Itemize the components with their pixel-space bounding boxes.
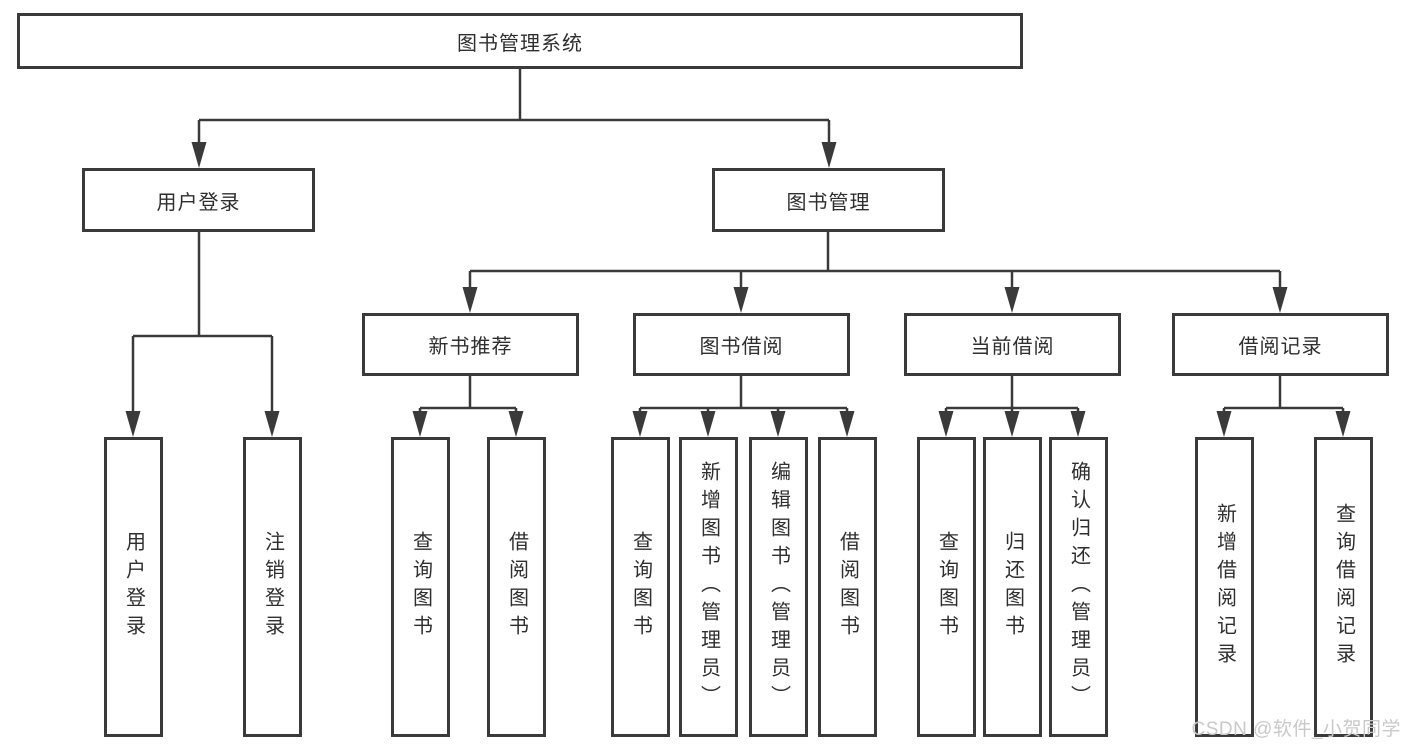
leaf-add-books-admin: 新增图书（管理员） <box>679 437 738 737</box>
leaf-borrow-books: 借阅图书 <box>818 437 877 737</box>
node-label: 当前借阅 <box>970 336 1055 358</box>
leaf-label: 借阅图书 <box>836 531 859 643</box>
leaf-label: 查询借阅记录 <box>1332 503 1355 671</box>
leaf-query-books-borrow: 查询图书 <box>611 437 670 737</box>
leaf-label: 查询图书 <box>935 531 958 643</box>
connector-records-subtree <box>1222 376 1345 417</box>
leaf-label: 新增借阅记录 <box>1213 503 1236 671</box>
leaf-edit-books-admin: 编辑图书（管理员） <box>749 437 808 737</box>
connector-login-subtree <box>131 232 274 417</box>
csdn-watermark: CSDN @软件_小贺同学 <box>1191 719 1401 740</box>
node-label: 新书推荐 <box>428 336 513 358</box>
leaf-label: 注销登录 <box>261 531 284 643</box>
node-root-label: 图书管理系统 <box>457 32 583 55</box>
node-borrowing-records: 借阅记录 <box>1172 313 1389 376</box>
connector-newbook-subtree <box>418 376 518 417</box>
node-new-book-recommend: 新书推荐 <box>362 313 579 376</box>
leaf-label: 编辑图书（管理员） <box>767 461 790 713</box>
leaf-query-books-newbook: 查询图书 <box>391 437 450 737</box>
leaf-borrow-books-newbook: 借阅图书 <box>487 437 546 737</box>
connector-borrow-subtree <box>638 376 849 417</box>
leaf-label: 查询图书 <box>409 531 432 643</box>
node-label: 图书管理 <box>786 191 871 214</box>
leaf-label: 确认归还（管理员） <box>1067 461 1090 713</box>
connector-root-to-level2 <box>197 69 831 146</box>
connector-current-subtree <box>944 376 1080 417</box>
leaf-confirm-return-admin: 确认归还（管理员） <box>1049 437 1108 737</box>
leaf-label: 新增图书（管理员） <box>697 461 720 713</box>
leaf-label: 用户登录 <box>122 531 145 643</box>
node-label: 用户登录 <box>156 191 241 214</box>
leaf-query-books-current: 查询图书 <box>917 437 976 737</box>
leaf-query-borrow-record: 查询借阅记录 <box>1314 437 1373 737</box>
leaf-label: 查询图书 <box>629 531 652 643</box>
node-root-system: 图书管理系统 <box>17 13 1023 69</box>
leaf-label: 归还图书 <box>1001 531 1024 643</box>
leaf-logout: 注销登录 <box>243 437 302 737</box>
node-current-borrowing: 当前借阅 <box>904 313 1121 376</box>
leaf-user-login: 用户登录 <box>104 437 163 737</box>
leaf-label: 借阅图书 <box>505 531 528 643</box>
connector-lines <box>131 69 1345 417</box>
node-label: 借阅记录 <box>1238 336 1323 358</box>
leaf-add-borrow-record: 新增借阅记录 <box>1195 437 1254 737</box>
arrowhead-icons <box>125 142 1351 437</box>
node-book-borrowing: 图书借阅 <box>633 313 850 376</box>
node-book-management-branch: 图书管理 <box>712 168 945 232</box>
leaf-return-books: 归还图书 <box>983 437 1042 737</box>
node-label: 图书借阅 <box>699 336 784 358</box>
connector-bookmgmt-to-level3 <box>468 232 1282 292</box>
node-user-login-branch: 用户登录 <box>82 168 315 232</box>
